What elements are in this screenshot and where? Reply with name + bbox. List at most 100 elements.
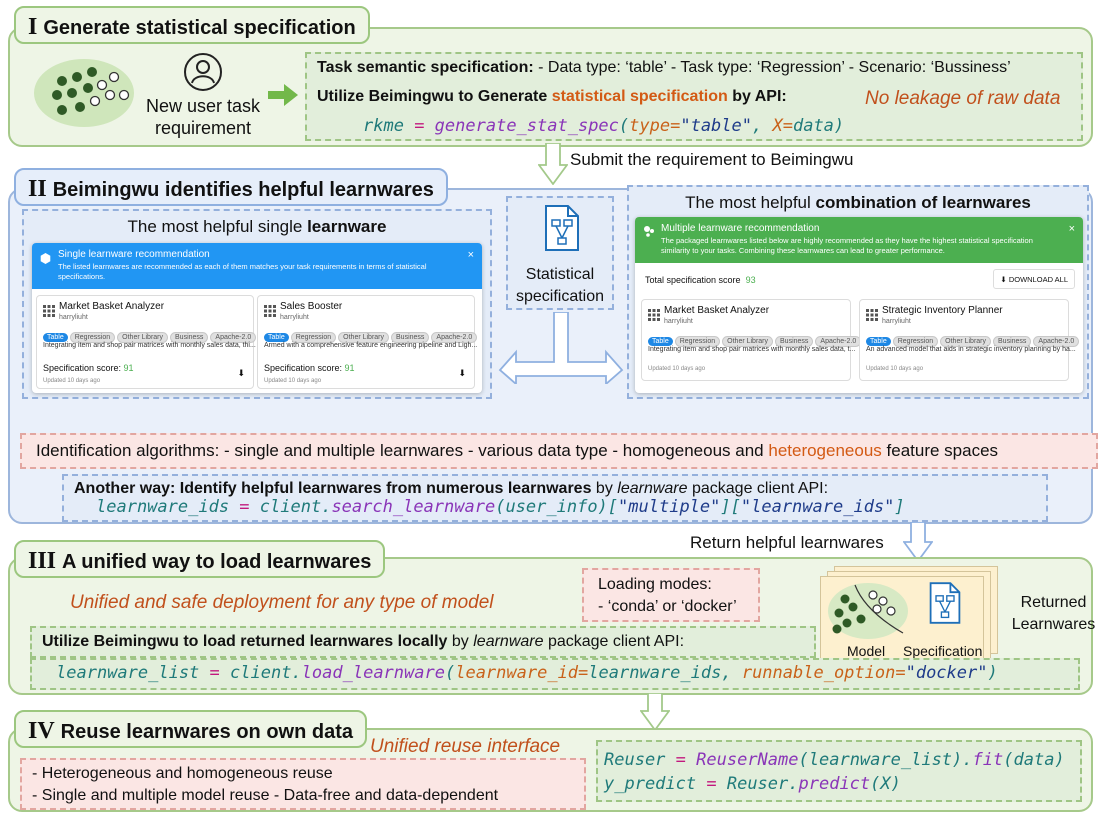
- code-token: (user_info)[: [495, 497, 619, 517]
- section-4-numeral: IV: [28, 718, 55, 744]
- code-token: (: [444, 663, 456, 683]
- double-arrow-icon: [498, 311, 624, 386]
- code-token: ][: [720, 497, 741, 517]
- code-token: "learnware_ids": [740, 497, 895, 517]
- learnware-tag: Business: [775, 336, 814, 347]
- ident-b: heterogeneous: [768, 441, 882, 460]
- grid-icon: [264, 304, 276, 322]
- stat-spec-line2: specification: [515, 288, 605, 305]
- utilize-generate-c: by API:: [727, 88, 787, 105]
- code-token: "table": [680, 116, 752, 136]
- user-icon: [183, 52, 223, 92]
- multi-recommendation-window: Multiple learnware recommendation The pa…: [635, 217, 1083, 393]
- statistical-spec-label: Statistical specification: [508, 264, 612, 308]
- section-1-title: Generate statistical specification: [43, 17, 356, 39]
- another-d: package client API:: [687, 480, 829, 497]
- download-all-button[interactable]: ⬇ DOWNLOAD ALL: [993, 269, 1075, 289]
- learnware-tag: Business: [993, 336, 1032, 347]
- raw-data-cluster-icon: [32, 55, 137, 130]
- user-task-label-line1: New user task: [145, 96, 261, 116]
- learnware-tag: Table: [866, 337, 891, 346]
- code-token: (: [618, 116, 630, 136]
- identification-algorithms-box: Identification algorithms: - single and …: [20, 433, 1098, 469]
- learnware-description: An advanced model that aids in strategic…: [866, 346, 1076, 353]
- multi-banner-title: Multiple learnware recommendation: [661, 223, 820, 234]
- return-down-arrow: [902, 521, 934, 563]
- single-learnware-panel: The most helpful single learnware Single…: [22, 209, 492, 399]
- total-score-value: 93: [745, 275, 756, 285]
- reuse-code-box: [596, 740, 1082, 802]
- load-learnware-box: Utilize Beimingwu to load returned learn…: [30, 626, 816, 658]
- reuse-line1: - Heterogeneous and homogeneous reuse: [32, 765, 333, 782]
- grid-icon: [866, 308, 878, 326]
- stat-spec-line1: Statistical: [525, 266, 595, 283]
- score-value: 91: [344, 363, 355, 373]
- learnware-name: Market Basket Analyzer: [59, 301, 165, 312]
- code-token: ReuserName: [696, 750, 799, 770]
- learnware-updated: Updated 10 days ago: [648, 366, 706, 372]
- single-recommendation-banner: Single learnware recommendation The list…: [32, 243, 482, 289]
- combo-title-b: combination of learnwares: [815, 193, 1031, 212]
- download-icon[interactable]: ⬇: [458, 368, 466, 378]
- total-score-line: Total specification score 93: [645, 275, 756, 285]
- code-token: data: [792, 116, 834, 136]
- right-arrow-icon: [268, 84, 298, 106]
- close-icon[interactable]: ×: [467, 249, 474, 261]
- combination-title: The most helpful combination of learnwar…: [629, 193, 1087, 213]
- code-token: "multiple": [618, 497, 721, 517]
- code-token: learnware_ids: [588, 663, 722, 683]
- spec-label: Specification: [903, 643, 983, 659]
- search-learnware-code: learnware_ids = client.search_learnware(…: [96, 497, 905, 517]
- learnware-description: Integrating item and shop pair matrices …: [648, 346, 856, 353]
- section-3-title: A unified way to load learnwares: [62, 551, 372, 573]
- utilize-generate-a: Utilize Beimingwu to Generate: [317, 88, 552, 105]
- download-icon[interactable]: ⬇: [237, 368, 245, 378]
- learnware-author: harryliuht: [280, 314, 309, 321]
- reuse-code-line2: y_predict = Reuser.predict(X): [604, 772, 1065, 796]
- section-1-numeral: I: [28, 14, 38, 40]
- code-token: "docker": [905, 663, 988, 683]
- code-token: generate_stat_spec: [434, 116, 619, 136]
- code-token: X=: [772, 116, 793, 136]
- code-token: =: [403, 116, 435, 136]
- reuse-code: Reuser = ReuserName(learnware_list).fit(…: [604, 748, 1065, 796]
- learnware-tag: Other Library: [338, 332, 390, 343]
- learnware-tag: Apache-2.0: [210, 332, 257, 343]
- load-utilize-d: package client API:: [543, 633, 685, 650]
- learnware-updated: Updated 10 days ago: [264, 378, 322, 384]
- task-semantic-spec: Task semantic specification: - Data type…: [317, 59, 1011, 77]
- code-token: learnware_list: [808, 750, 953, 770]
- code-token: runnable_option=: [741, 663, 906, 683]
- code-token: ,: [752, 116, 773, 136]
- learnware-tag: Apache-2.0: [431, 332, 478, 343]
- single-banner-title: Single learnware recommendation: [58, 249, 210, 260]
- code-token: (X): [870, 774, 901, 794]
- utilize-generate-line: Utilize Beimingwu to Generate statistica…: [317, 88, 787, 106]
- learnware-name: Strategic Inventory Planner: [882, 305, 1003, 316]
- learnware-name: Market Basket Analyzer: [664, 305, 770, 316]
- close-icon[interactable]: ×: [1068, 223, 1075, 235]
- code-token: client.: [259, 497, 332, 517]
- returned-learnwares-label: Returned Learnwares: [1006, 592, 1101, 636]
- learnware-tag: Business: [170, 332, 209, 343]
- download-all-label: DOWNLOAD ALL: [1008, 275, 1068, 284]
- another-a: Another way: Identify helpful learnwares…: [74, 480, 592, 497]
- single-learnware-title: The most helpful single learnware: [24, 217, 490, 237]
- model-label: Model: [847, 643, 886, 659]
- code-token: load_learnware: [301, 663, 445, 683]
- code-token: =: [696, 774, 727, 794]
- submit-label: Submit the requirement to Beimingwu: [570, 150, 854, 169]
- code-token: client.: [230, 663, 302, 683]
- hexagon-icon: [40, 251, 51, 264]
- spec-document-icon: [542, 204, 582, 252]
- learnware-score: Specification score: 91: [264, 363, 355, 373]
- loading-modes-box: Loading modes: - ‘conda’ or ‘docker’: [582, 568, 760, 622]
- code-token: (: [798, 750, 809, 770]
